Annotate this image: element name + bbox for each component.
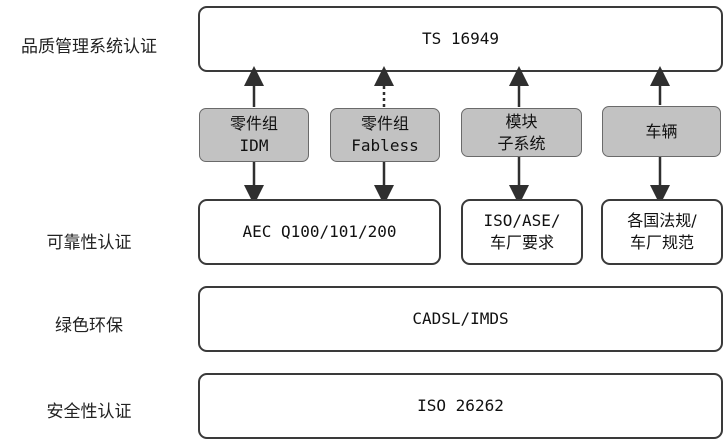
component-fabless-line1: 零件组 (360, 114, 409, 133)
component-idm-line2: IDM (239, 136, 269, 155)
safety-row-label: 安全性认证 (46, 402, 132, 422)
aec-box: AEC Q100/101/200 (198, 199, 441, 265)
component-idm-box: 零件组 IDM (199, 108, 309, 162)
iso-ase-line2: 车厂要求 (489, 233, 554, 252)
iso-ase-box: ISO/ASE/ 车厂要求 (461, 199, 583, 265)
vehicle-label: 车辆 (645, 121, 678, 141)
regulations-box: 各国法规/ 车厂规范 (601, 199, 723, 265)
green-row-label: 绿色环保 (55, 316, 123, 336)
quality-row-label: 品质管理系统认证 (21, 37, 157, 57)
iso26262-box: ISO 26262 (198, 373, 723, 439)
module-subsystem-box: 模块 子系统 (461, 108, 582, 157)
vehicle-box: 车辆 (602, 106, 721, 157)
ts16949-text: TS 16949 (421, 29, 500, 48)
component-fabless-box: 零件组 Fabless (330, 108, 440, 162)
reliability-row-label: 可靠性认证 (46, 233, 132, 253)
iso-ase-line1: ISO/ASE/ (483, 211, 561, 230)
aec-text: AEC Q100/101/200 (242, 222, 397, 241)
cadsl-imds-box: CADSL/IMDS (198, 286, 723, 352)
iso26262-text: ISO 26262 (417, 396, 504, 415)
regulations-line2: 车厂规范 (629, 233, 694, 252)
regulations-line1: 各国法规/ (627, 211, 697, 230)
component-idm-line1: 零件组 (229, 114, 278, 133)
cadsl-imds-text: CADSL/IMDS (412, 309, 509, 328)
module-line2: 子系统 (497, 133, 546, 153)
module-line1: 模块 (505, 111, 538, 131)
ts16949-box: TS 16949 (198, 6, 723, 72)
component-fabless-line2: Fabless (351, 136, 419, 155)
